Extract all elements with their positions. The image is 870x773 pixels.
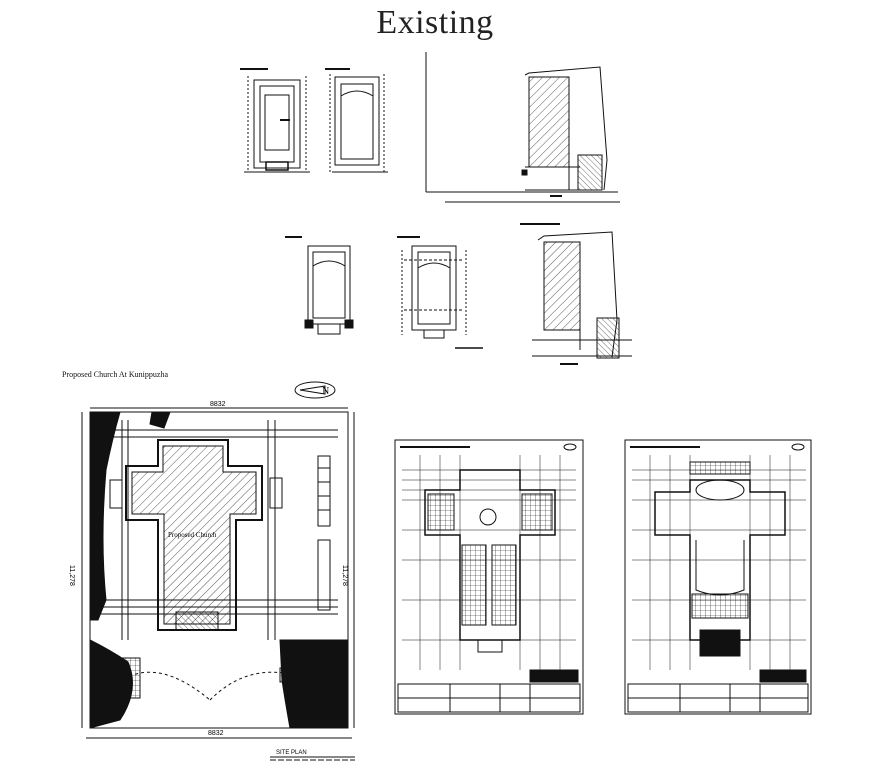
existing-section-2 [520, 223, 632, 365]
church-label: Proposed Church [168, 531, 217, 539]
dim-right: 11,278 [341, 565, 348, 586]
page-title: Existing [376, 4, 494, 41]
existing-plan-4 [397, 236, 483, 349]
site-plan-caption: SITE PLAN [276, 750, 307, 756]
existing-plan-1 [240, 68, 310, 173]
existing-plan-3 [285, 236, 354, 335]
dim-top: 8832 [210, 401, 226, 408]
site-plan [81, 407, 355, 761]
project-title: Proposed Church At Kunippuzha [62, 370, 168, 379]
existing-section-1 [425, 52, 620, 203]
north-label: N [322, 386, 329, 397]
north-arrow-icon [294, 381, 336, 399]
dim-bottom: 8832 [208, 730, 224, 737]
drawing-sheet-2 [624, 439, 812, 715]
existing-plan-2 [325, 68, 388, 173]
dim-left: 11,278 [68, 565, 75, 586]
drawing-sheet-1 [394, 439, 584, 715]
